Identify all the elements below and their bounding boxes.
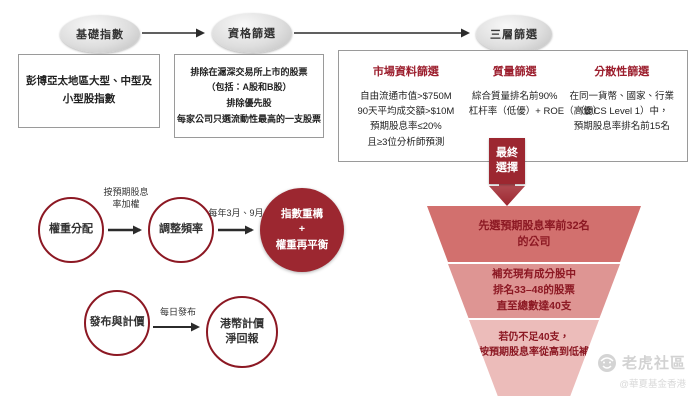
publication-pricing-circle: 發布與計價 bbox=[84, 290, 150, 356]
column-title: 市場資料篩選 bbox=[372, 66, 439, 78]
watermark-brand-text: 老虎社區 bbox=[621, 355, 686, 372]
eligibility-rule-line: 排除優先股 bbox=[226, 98, 272, 108]
final-selection-line: 選擇 bbox=[496, 162, 518, 174]
watermark: 老虎社區 @華夏基金香港 bbox=[597, 352, 686, 390]
eligibility-rule-line: 排除在滬深交易所上市的股票 bbox=[190, 66, 308, 77]
rebalance-line: 權重再平衡 bbox=[275, 238, 329, 251]
funnel-text-line: 若仍不足40支， bbox=[498, 332, 570, 343]
column-title: 質量篩選 bbox=[492, 66, 537, 78]
node-eligibility-screen: 資格篩選 bbox=[212, 13, 292, 53]
criteria-line: 自由流通市值>$750M bbox=[360, 91, 452, 102]
funnel-layer-supplement: 補充現有成分股中 排名33–48的股票 直至總數達40支 bbox=[448, 264, 620, 318]
criteria-line: 預期股息率排名前15名 bbox=[573, 121, 670, 133]
node-three-tier-screen: 三層篩選 bbox=[476, 15, 552, 53]
final-selection-ribbon: 最終 選擇 bbox=[489, 138, 525, 184]
weight-allocation-label: 權重分配 bbox=[49, 223, 93, 236]
node-base-index: 基礎指數 bbox=[60, 15, 140, 53]
plus-sign: + bbox=[298, 223, 306, 236]
criteria-line: 且≥3位分析師預測 bbox=[367, 136, 445, 148]
funnel-text-line: 直至總數達40支 bbox=[496, 299, 572, 312]
watermark-handle-text: @華夏基金香港 bbox=[619, 379, 686, 390]
hkd-net-return-circle: 港幣計價 淨回報 bbox=[206, 296, 278, 368]
criteria-line: 綜合質量排名前90% bbox=[471, 91, 558, 102]
net-return-line: 淨回報 bbox=[225, 333, 259, 345]
watermark-brand-row: 老虎社區 bbox=[597, 352, 686, 373]
criteria-line: 預期股息率≤20% bbox=[370, 121, 442, 133]
criteria-line: 杠杆率（低優）+ ROE（高優） bbox=[468, 106, 603, 118]
funnel-text-line: 則按預期股息率從高到低補足 bbox=[469, 347, 599, 358]
node-eligibility-screen-label: 資格篩選 bbox=[228, 28, 276, 40]
final-selection-line: 最終 bbox=[496, 147, 518, 160]
reconstitution-rebalance-circle: 指數重構 + 權重再平衡 bbox=[260, 188, 344, 272]
tiger-logo-icon bbox=[597, 353, 616, 372]
node-three-tier-screen-label: 三層篩選 bbox=[490, 29, 538, 41]
quality-screen-column: 質量篩選 綜合質量排名前90% 杠杆率（低優）+ ROE（高優） bbox=[468, 63, 603, 119]
funnel-text-line: 排名33–48的股票 bbox=[493, 284, 575, 297]
weighting-method-label: 按預期股息率加權 bbox=[103, 187, 149, 210]
criteria-line: 90天平均成交額>$10M bbox=[357, 106, 455, 118]
funnel-layer-top32: 先選預期股息率前32名 的公司 bbox=[427, 206, 641, 262]
eligibility-rule-line: 每家公司只選流動性最高的一支股票 bbox=[176, 113, 321, 124]
three-tier-screening-box: 市場資料篩選 自由流通市值>$750M 90天平均成交額>$10M 預期股息率≤… bbox=[338, 50, 688, 162]
daily-publication-label: 每日發布 bbox=[159, 307, 196, 317]
base-index-box: 彭博亞太地區大型、中型及 小型股指數 bbox=[18, 54, 160, 128]
eligibility-rules-box: 排除在滬深交易所上市的股票 （包括：A股和B股） 排除優先股 每家公司只選流動性… bbox=[174, 54, 324, 138]
funnel-text-line: 補充現有成分股中 bbox=[492, 268, 576, 281]
criteria-line: （BICS Level 1）中， bbox=[575, 106, 669, 118]
eligibility-rule-line: （包括：A股和B股） bbox=[206, 82, 292, 93]
adjustment-frequency-label: 調整頻率 bbox=[159, 223, 203, 236]
funnel-text-line: 的公司 bbox=[517, 236, 551, 248]
reconstitution-line: 指數重構 bbox=[281, 208, 323, 221]
diversification-screen-column: 分散性篩選 在同一貨幣、國家、行業 （BICS Level 1）中， 預期股息率… bbox=[561, 63, 683, 135]
publication-pricing-label: 發布與計價 bbox=[89, 316, 145, 329]
rebalance-months-label: 每年3月、9月 bbox=[208, 208, 264, 218]
base-index-line: 小型股指數 bbox=[62, 93, 116, 105]
market-data-screen-column: 市場資料篩選 自由流通市值>$750M 90天平均成交額>$10M 預期股息率≤… bbox=[343, 63, 469, 150]
column-title: 分散性篩選 bbox=[594, 66, 650, 78]
node-base-index-label: 基礎指數 bbox=[76, 29, 124, 41]
hkd-pricing-line: 港幣計價 bbox=[220, 317, 264, 330]
weight-allocation-circle: 權重分配 bbox=[38, 197, 104, 263]
adjustment-frequency-circle: 調整頻率 bbox=[148, 197, 214, 263]
funnel-text-line: 先選預期股息率前32名 bbox=[478, 219, 590, 232]
criteria-line: 在同一貨幣、國家、行業 bbox=[569, 91, 675, 102]
base-index-line: 彭博亞太地區大型、中型及 bbox=[26, 75, 152, 88]
